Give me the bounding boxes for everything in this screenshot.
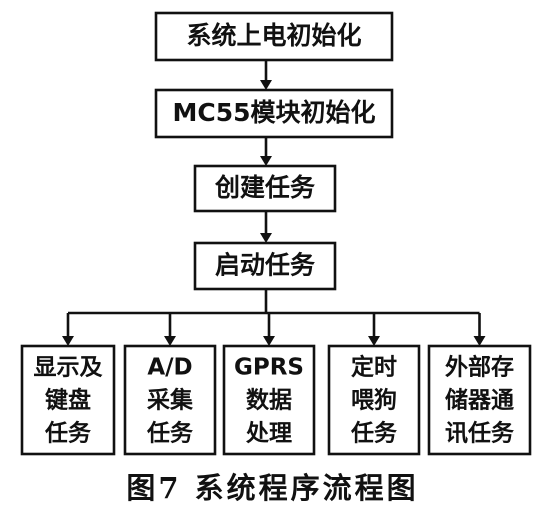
node-label: 显示及 (34, 354, 103, 380)
node-label: 启动任务 (215, 251, 315, 280)
node-box (154, 88, 394, 139)
node-label: 外部存 (445, 353, 514, 380)
node-box (193, 241, 337, 291)
node-label: A/D (147, 354, 192, 380)
arrowhead-ad-sampling-task (164, 336, 176, 346)
node-label: 任务 (146, 419, 194, 446)
node-label: 采集 (147, 386, 194, 413)
node-box (193, 164, 337, 213)
node-label: 讯任务 (445, 419, 515, 446)
node-start-tasks: 启动任务 (193, 241, 337, 291)
node-label: 处理 (245, 420, 292, 446)
node-label: 储器通 (445, 386, 514, 413)
node-label: MC55模块初始化 (172, 98, 375, 127)
node-label: 系统上电初始化 (186, 21, 361, 50)
node-power-on-init: 系统上电初始化 (154, 11, 394, 62)
node-box (327, 344, 421, 456)
arrowhead-external-storage-task (473, 336, 486, 346)
node-mc55-init: MC55模块初始化 (154, 88, 394, 139)
arrowhead-gprs-data-processing (263, 336, 275, 346)
node-box (20, 344, 116, 456)
arrowhead-start-tasks (260, 233, 272, 243)
node-label: GPRS (234, 354, 304, 380)
arrowhead-create-tasks (260, 156, 272, 166)
arrowhead-mc55-init (260, 80, 272, 90)
arrowhead-watchdog-task (368, 336, 380, 346)
node-label: 键盘 (45, 386, 91, 413)
node-create-tasks: 创建任务 (193, 164, 337, 213)
node-label: 数据 (246, 387, 292, 413)
node-box (123, 344, 217, 456)
node-box (222, 344, 316, 456)
node-label: 喂狗 (351, 386, 397, 413)
node-box (154, 11, 394, 62)
arrowhead-display-keyboard-task (62, 336, 74, 346)
node-label: 任务 (44, 419, 92, 446)
node-label: 定时 (351, 353, 397, 380)
node-label: 创建任务 (214, 173, 315, 202)
node-box (427, 344, 532, 456)
flow-connectors (62, 60, 486, 346)
figure-caption: 图7 系统程序流程图 (126, 471, 419, 505)
node-label: 任务 (350, 419, 398, 446)
